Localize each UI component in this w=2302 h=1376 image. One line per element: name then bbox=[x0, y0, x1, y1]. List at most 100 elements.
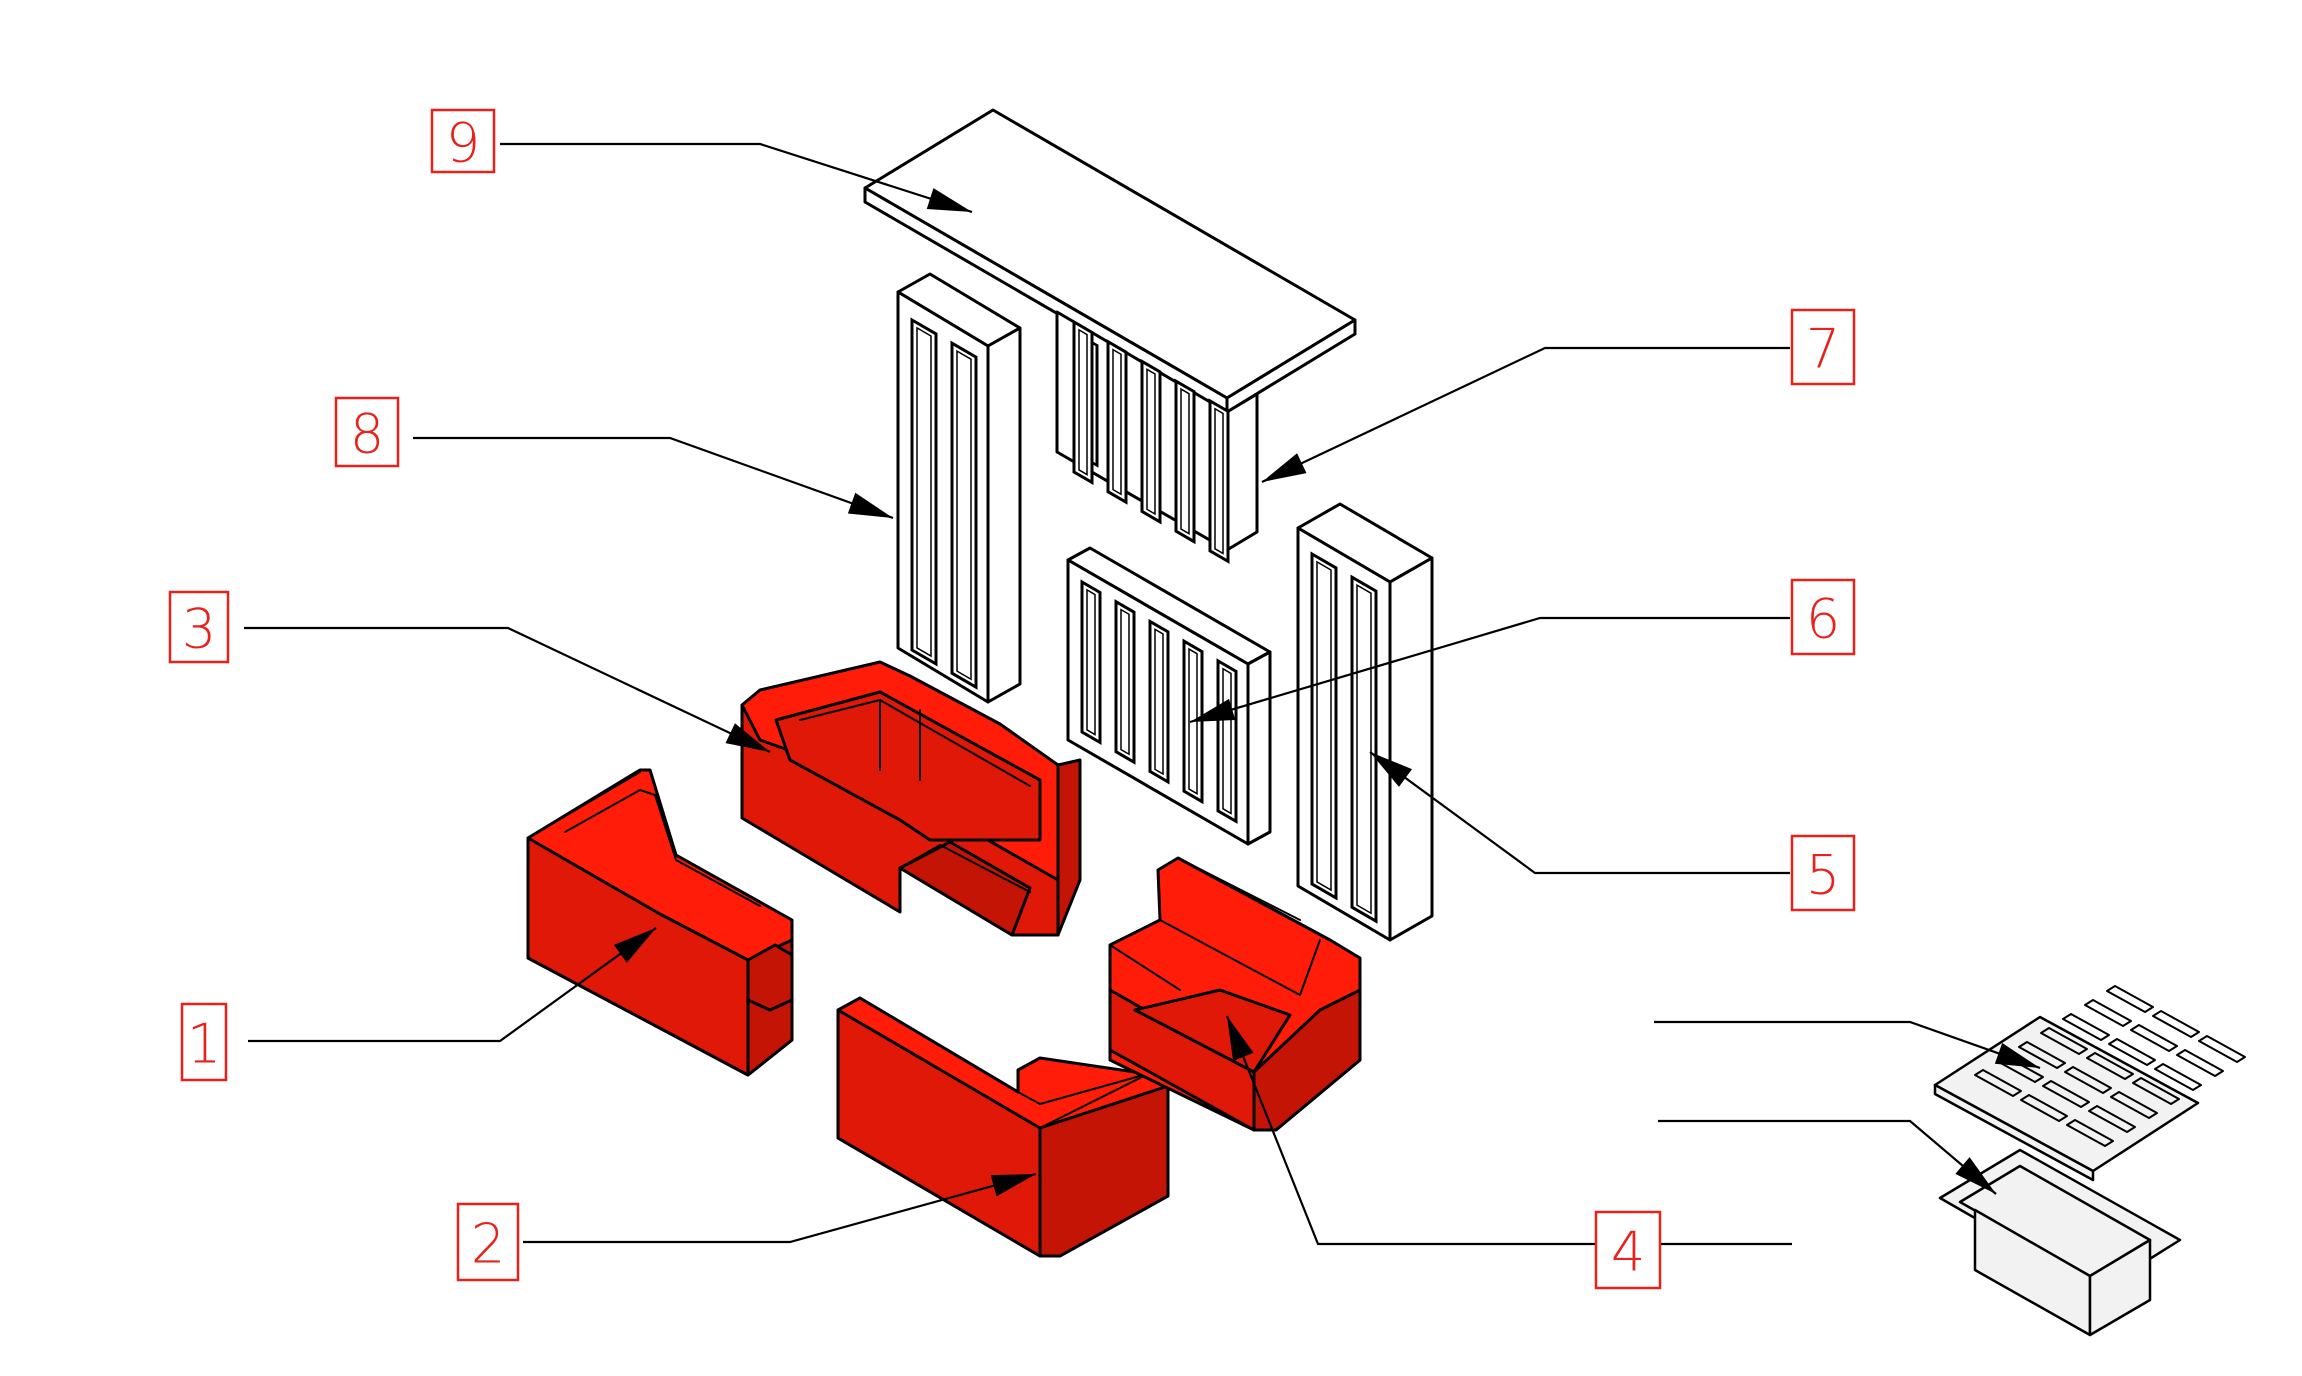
panel-6-slot-inner bbox=[1222, 667, 1232, 815]
callout-2: 2 bbox=[456, 1202, 520, 1282]
panel-5-slot bbox=[1310, 551, 1338, 901]
part-6-back-panel-lower bbox=[1066, 546, 1272, 846]
leader-line bbox=[248, 927, 657, 1043]
part-9-top-plate bbox=[863, 108, 1357, 414]
leader-line bbox=[1654, 1020, 2041, 1070]
panel-6-slot bbox=[1114, 599, 1136, 765]
callout-3: 3 bbox=[168, 590, 230, 664]
panel-8-slot bbox=[910, 317, 938, 667]
grate-bar bbox=[2064, 1066, 2112, 1094]
panel-5-slot bbox=[1350, 574, 1378, 924]
panel-8-slot-inner bbox=[956, 349, 972, 681]
leader-line bbox=[1189, 616, 1790, 724]
part-8-left-panel bbox=[896, 272, 1022, 704]
panel-5-slot-inner bbox=[1316, 560, 1332, 892]
callout-9: 9 bbox=[430, 108, 496, 175]
callout-box bbox=[334, 396, 400, 468]
leader-line bbox=[244, 626, 771, 753]
grate-bar bbox=[2040, 1027, 2088, 1055]
arrowhead bbox=[1227, 1016, 1254, 1061]
arrowhead bbox=[613, 928, 656, 963]
callout-number: 6 bbox=[1806, 588, 1840, 651]
grate-bar bbox=[2088, 1105, 2136, 1133]
callout-box bbox=[430, 108, 496, 174]
panel-7-slot-inner bbox=[1078, 328, 1088, 476]
callout-7: 7 bbox=[1790, 308, 1856, 386]
grate-bar bbox=[2176, 1049, 2224, 1077]
callout-number: 4 bbox=[1611, 1221, 1645, 1284]
part-5-right-panel bbox=[1296, 502, 1434, 942]
callout-box bbox=[168, 590, 230, 664]
grate-bar bbox=[2020, 1094, 2068, 1122]
arrowhead bbox=[1994, 1042, 2040, 1068]
part-2-front-corner-brick bbox=[836, 996, 1170, 1258]
grate-bar bbox=[2106, 985, 2154, 1013]
leader-line bbox=[1658, 1119, 1997, 1195]
callout-box bbox=[1790, 308, 1856, 386]
grate-assembly bbox=[1933, 985, 2246, 1182]
arrowhead bbox=[990, 1174, 1036, 1197]
panel-7-slot-inner bbox=[1112, 348, 1122, 496]
callout-5: 5 bbox=[1790, 834, 1856, 912]
panel-5-slot-inner bbox=[1356, 583, 1372, 915]
callout-box bbox=[456, 1202, 520, 1282]
panel-7-slot-inner bbox=[1214, 407, 1224, 555]
panel-6-slot-inner bbox=[1120, 608, 1130, 756]
leader-line bbox=[523, 1172, 1037, 1244]
callout-number: 2 bbox=[471, 1213, 505, 1276]
part-4-right-corner-brick bbox=[1108, 856, 1362, 1132]
callout-box bbox=[180, 1002, 228, 1082]
grate-bar bbox=[2108, 1038, 2156, 1066]
panel-7-slot bbox=[1106, 339, 1128, 505]
callout-number: 1 bbox=[187, 1013, 221, 1076]
grate-bar bbox=[2042, 1080, 2090, 1108]
leader-lines bbox=[244, 142, 2041, 1246]
callout-1: 1 bbox=[180, 1002, 228, 1082]
panel-7-slot-inner bbox=[1146, 368, 1156, 516]
arrowhead bbox=[1190, 698, 1236, 722]
callout-number: 3 bbox=[182, 598, 216, 661]
arrowhead bbox=[1262, 453, 1307, 482]
panel-6-slot-inner bbox=[1188, 647, 1198, 796]
callout-8: 8 bbox=[334, 396, 400, 468]
leader-line bbox=[1369, 751, 1790, 875]
callout-number: 7 bbox=[1806, 318, 1840, 381]
panel-8-slot-inner bbox=[916, 326, 932, 658]
panel-8-slot bbox=[950, 340, 978, 690]
callout-6: 6 bbox=[1790, 578, 1856, 656]
leader-line bbox=[1261, 346, 1790, 483]
panel-7-slot bbox=[1174, 378, 1196, 545]
arrowhead bbox=[725, 723, 770, 752]
grate-bar bbox=[2086, 1052, 2134, 1080]
callout-labels: 1 2 3 4 5 6 7 8 9 bbox=[168, 108, 1856, 1290]
part-3-back-corner-brick bbox=[740, 660, 1082, 937]
grate-bar bbox=[2084, 999, 2132, 1027]
grate-bar bbox=[2018, 1041, 2066, 1069]
panel-6-slot-inner bbox=[1154, 628, 1164, 776]
callout-number: 8 bbox=[350, 403, 384, 466]
leader-line bbox=[500, 142, 973, 214]
panel-6-slot bbox=[1148, 618, 1170, 785]
panel-7-slot bbox=[1208, 398, 1230, 564]
arrowhead bbox=[1955, 1157, 1996, 1194]
callout-number: 5 bbox=[1806, 844, 1840, 907]
callout-box bbox=[1594, 1210, 1662, 1290]
grate-bar bbox=[2110, 1091, 2158, 1119]
part-7-back-panel-upper bbox=[1055, 310, 1259, 564]
panel-6-slot-inner bbox=[1086, 588, 1096, 736]
panel-7-slot bbox=[1140, 358, 1162, 525]
grate-bar bbox=[2130, 1024, 2178, 1052]
arrowhead bbox=[847, 492, 893, 518]
callout-box bbox=[1790, 578, 1856, 656]
grate-bar bbox=[2154, 1063, 2202, 1091]
arrowhead bbox=[1370, 752, 1412, 787]
grate-bar bbox=[2198, 1035, 2246, 1063]
ash-pan bbox=[1938, 1148, 2182, 1337]
callout-box bbox=[1790, 834, 1856, 912]
panel-6-slot bbox=[1080, 579, 1102, 746]
callout-number: 9 bbox=[446, 112, 480, 175]
grate-bar bbox=[2152, 1010, 2200, 1038]
grate-bar bbox=[2132, 1077, 2180, 1105]
panel-7-slot bbox=[1072, 319, 1094, 486]
